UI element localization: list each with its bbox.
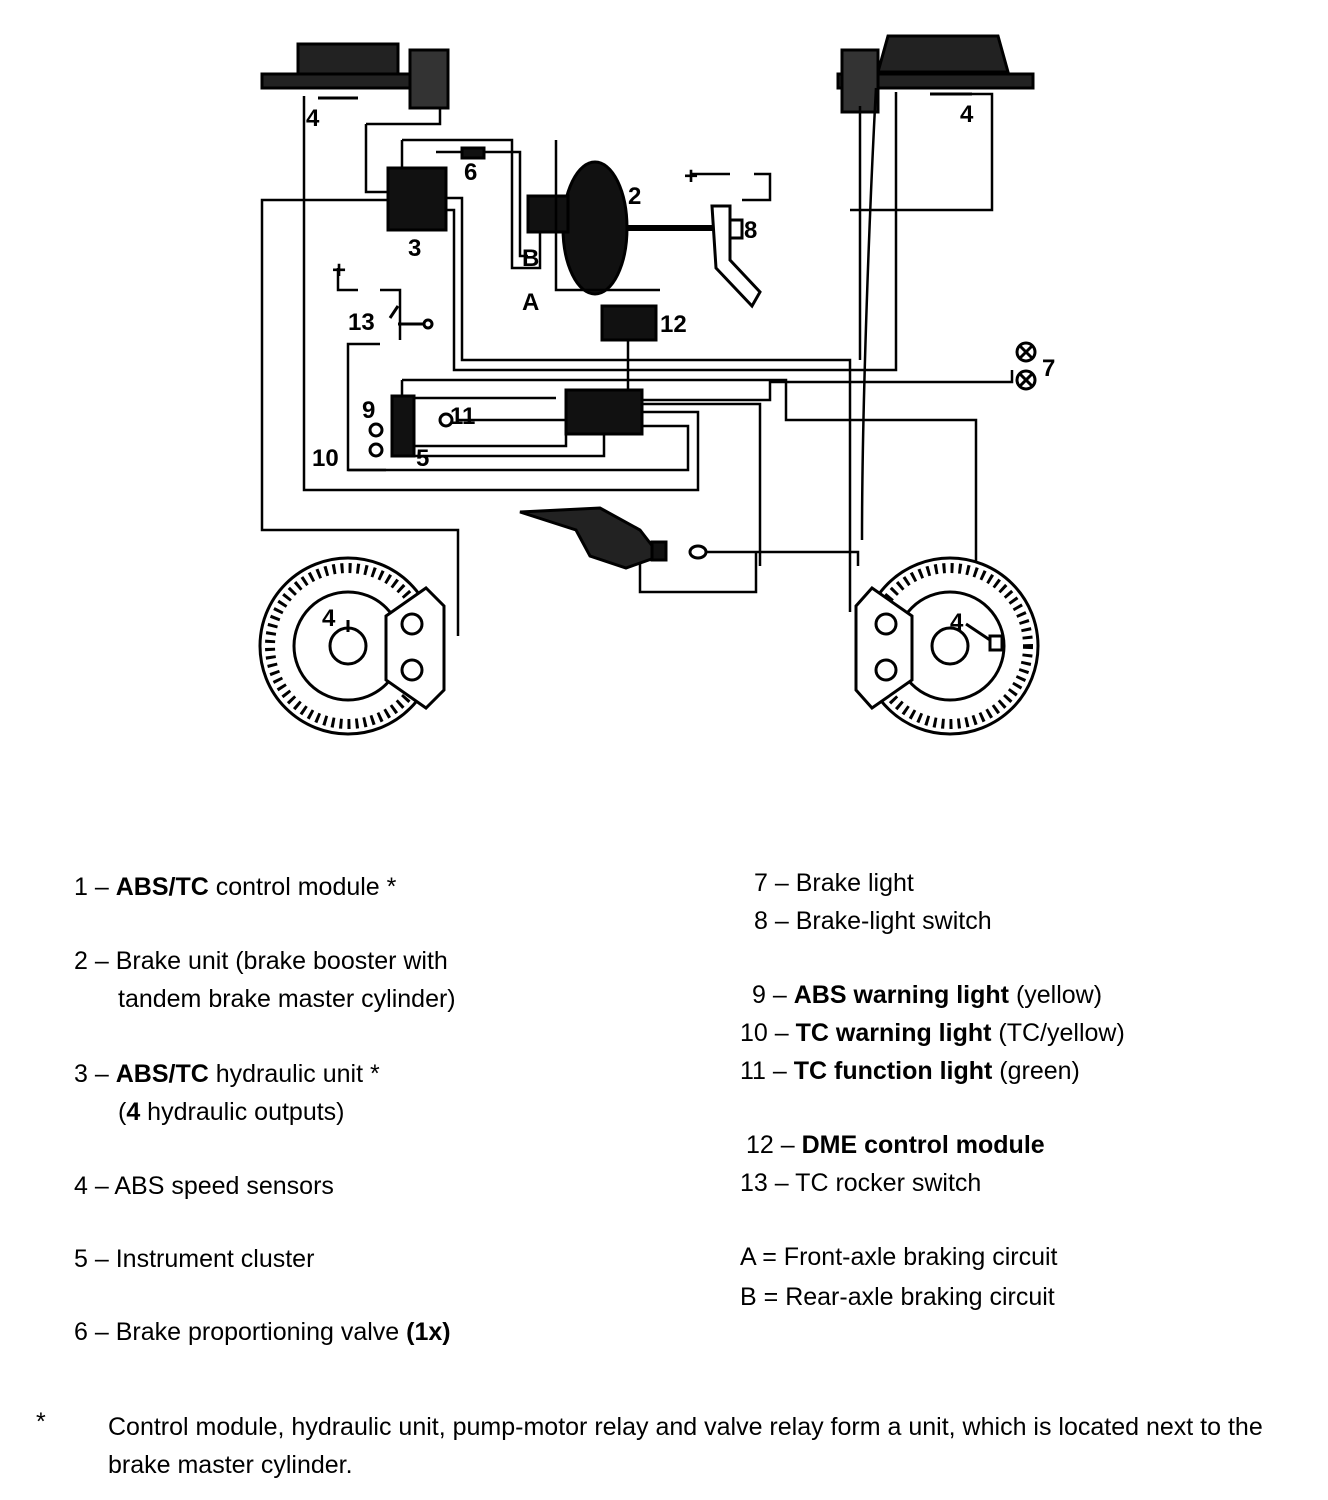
legend-item-13: 13 – TC rocker switch xyxy=(740,1169,982,1197)
legend-item-11: 11 – TC function light (green) xyxy=(740,1057,1080,1085)
front-right-wheel-hub xyxy=(836,34,1035,114)
proportioning-valve xyxy=(460,146,486,160)
brake-pedal xyxy=(710,204,762,309)
dme-control-module xyxy=(600,304,658,342)
label-tc-light: 10 xyxy=(312,445,339,472)
label-tc-function: 11 xyxy=(450,403,475,430)
front-left-wheel-hub xyxy=(260,42,450,110)
label-sensor-fr: 4 xyxy=(960,101,974,128)
legend-item-6: 6 – Brake proportioning valve (1x) xyxy=(74,1318,451,1346)
label-sensor-rr: 4 xyxy=(950,609,964,636)
tc-warning-lamp xyxy=(368,442,384,458)
tc-function-lamp xyxy=(438,412,454,428)
label-abs-light: 9 xyxy=(362,397,375,424)
brake-light-lamps xyxy=(1015,341,1037,391)
label-plus-b: + xyxy=(332,257,346,284)
rear-left-brake-disc xyxy=(258,556,446,736)
label-cluster: 5 xyxy=(416,445,429,472)
master-cylinder xyxy=(526,194,570,234)
abs-tc-control-module xyxy=(564,388,644,436)
label-sensor-fl: 4 xyxy=(306,105,320,132)
instrument-cluster xyxy=(390,394,416,458)
footnote-text: Control module, hydraulic unit, pump-mot… xyxy=(108,1413,1263,1479)
legend-item-b: B = Rear-axle braking circuit xyxy=(740,1283,1055,1311)
legend-item-9: 9 – ABS warning light (yellow) xyxy=(752,981,1103,1009)
label-plus-a: + xyxy=(684,163,698,190)
legend-item-1: 1 – ABS/TC control module * xyxy=(74,873,397,901)
legend-item-8: 8 – Brake-light switch xyxy=(754,907,992,935)
abs-tc-hydraulic-unit xyxy=(386,166,448,232)
label-booster: 2 xyxy=(628,183,641,210)
label-valve: 6 xyxy=(464,159,477,186)
legend-item-4: 4 – ABS speed sensors xyxy=(74,1172,334,1200)
label-circuit-b: B xyxy=(522,245,539,272)
tc-rocker-switch xyxy=(388,305,434,330)
legend-item-12: 12 – DME control module xyxy=(746,1131,1045,1159)
wiring xyxy=(260,87,1014,636)
legend-item-5: 5 – Instrument cluster xyxy=(74,1245,315,1273)
label-sensor-rl: 4 xyxy=(322,605,336,632)
handbrake-lever xyxy=(519,506,708,570)
abs-tc-system-diagram: 4 4 6 2 3 B A 8 + + 13 12 7 9 10 11 5 4 … xyxy=(258,34,1055,736)
label-rocker: 13 xyxy=(348,309,375,336)
legend-item-3: 3 – ABS/TC hydraulic unit * (4 hydraulic… xyxy=(74,1060,380,1126)
label-dme: 12 xyxy=(660,311,687,338)
legend-item-10: 10 – TC warning light (TC/yellow) xyxy=(740,1019,1125,1047)
rear-right-brake-disc xyxy=(854,556,1040,736)
label-hydraulic-unit: 3 xyxy=(408,235,421,262)
brake-booster xyxy=(561,160,629,296)
footnote-marker: * xyxy=(36,1408,46,1436)
abs-warning-lamp xyxy=(368,422,384,438)
legend-item-a: A = Front-axle braking circuit xyxy=(740,1243,1058,1271)
legend-item-7: 7 – Brake light xyxy=(754,869,914,897)
legend-item-2: 2 – Brake unit (brake booster with tande… xyxy=(74,947,456,1013)
label-circuit-a: A xyxy=(522,289,539,316)
label-brake-light: 7 xyxy=(1042,355,1055,382)
label-switch-light: 8 xyxy=(744,217,757,244)
